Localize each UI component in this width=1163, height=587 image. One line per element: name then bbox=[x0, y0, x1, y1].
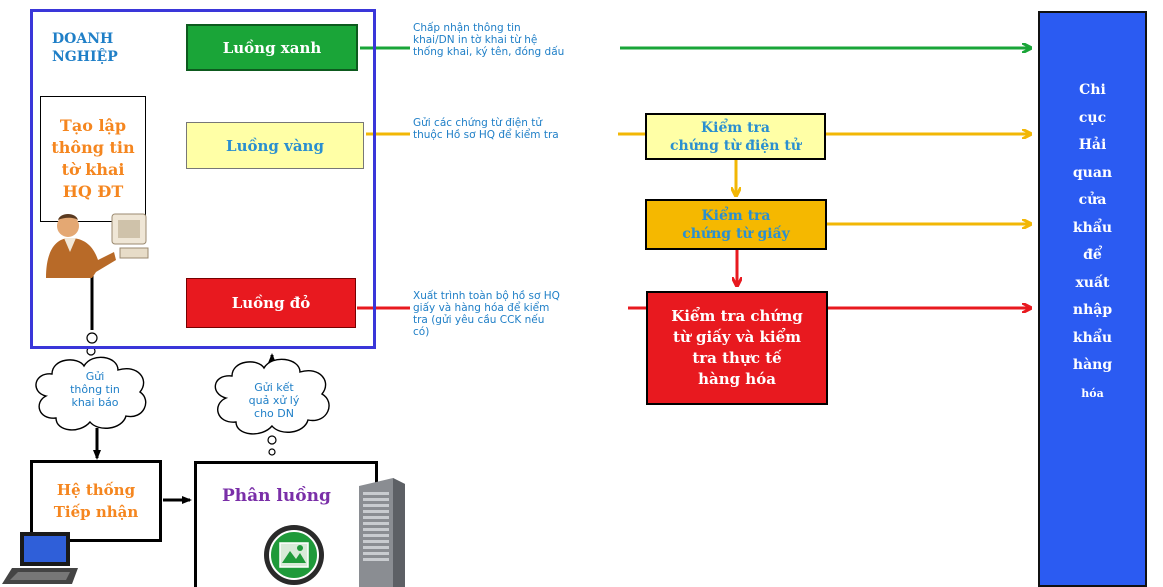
customs-text-9: nhập bbox=[1072, 302, 1113, 318]
cloud-send-info bbox=[35, 356, 147, 431]
customs-seal-icon bbox=[264, 525, 324, 585]
enterprise-frame bbox=[30, 9, 376, 349]
server-tower-icon bbox=[359, 478, 405, 587]
customs-text-2: cục bbox=[1078, 109, 1107, 126]
check-physical-box: Kiểm tra chứng từ giấy và kiểm tra thực … bbox=[646, 291, 828, 405]
customs-text-8: xuất bbox=[1075, 274, 1110, 291]
customs-text-6: khẩu bbox=[1072, 219, 1113, 236]
red-lane-note: Xuất trình toàn bộ hồ sơ HQ giấy và hàng… bbox=[413, 290, 560, 338]
routing-system-label: Phân luồng bbox=[222, 486, 331, 506]
enterprise-title: DOANH NGHIỆP bbox=[52, 31, 118, 65]
customs-text-4: quan bbox=[1072, 164, 1113, 181]
lane-green-box: Luồng xanh bbox=[186, 24, 358, 71]
green-lane-note: Chấp nhận thông tin khai/DN in tờ khai t… bbox=[413, 22, 565, 58]
yellow-lane-note: Gửi các chứng từ điện tử thuộc Hồ sơ HQ … bbox=[413, 117, 559, 141]
check-electronic-box: Kiểm tra chứng từ điện tử bbox=[645, 113, 826, 160]
customs-text-3: Hải bbox=[1078, 137, 1107, 153]
cloud-send-result bbox=[214, 358, 330, 435]
customs-text-7: để bbox=[1083, 247, 1102, 263]
customs-office-column: Chi cục Hải quan cửa khẩu để xuất nhập k… bbox=[1038, 11, 1147, 587]
customs-text-5: cửa bbox=[1078, 192, 1107, 208]
customs-text-12: hóa bbox=[1081, 386, 1104, 400]
customs-text-10: khẩu bbox=[1072, 329, 1113, 346]
lane-red-box: Luồng đỏ bbox=[186, 278, 356, 328]
lane-yellow-box: Luồng vàng bbox=[186, 122, 364, 169]
customs-text-1: Chi bbox=[1079, 82, 1106, 98]
customs-text-11: hàng bbox=[1072, 357, 1113, 373]
declaration-box: Tạo lập thông tin tờ khai HQ ĐT bbox=[40, 96, 146, 222]
check-paper-box: Kiểm tra chứng từ giấy bbox=[645, 199, 827, 250]
person-at-computer-icon bbox=[46, 213, 149, 278]
cloud-send-result-text: Gửi kết quả xử lý cho DN bbox=[248, 381, 300, 420]
receiving-system-box: Hệ thống Tiếp nhận bbox=[30, 460, 162, 542]
laptop-icon bbox=[2, 532, 78, 584]
cloud-send-info-text: Gửi thông tin khai báo bbox=[70, 370, 120, 409]
